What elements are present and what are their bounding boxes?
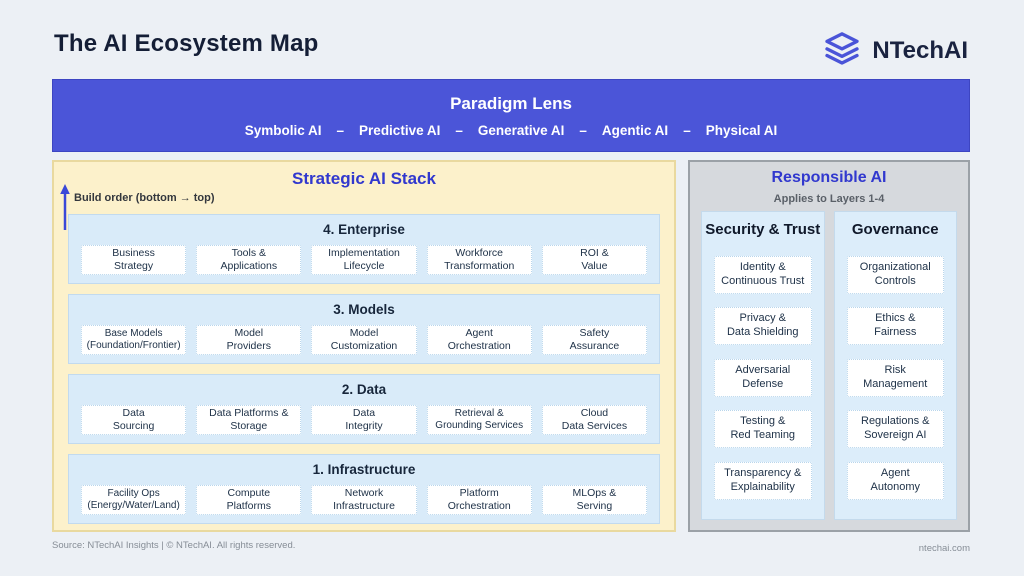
stack-item: Data Platforms & Storage <box>196 405 302 435</box>
stack-item: Business Strategy <box>81 245 187 275</box>
column-title: Security & Trust <box>705 221 821 238</box>
layer-items: Data Sourcing Data Platforms & Storage D… <box>81 405 648 435</box>
layers-icon <box>822 28 862 73</box>
layer-items: Base Models (Foundation/Frontier) Model … <box>81 325 648 355</box>
responsible-item: Testing & Red Teaming <box>714 410 812 448</box>
paradigm-separator: – <box>579 122 587 138</box>
brand-logo: NTechAI <box>822 28 968 73</box>
stack-item: Model Customization <box>311 325 417 355</box>
stack-item: Cloud Data Services <box>541 405 648 435</box>
column-title: Governance <box>851 221 939 238</box>
footer-website-text: ntechai.com <box>918 543 970 554</box>
paradigm-item: Agentic AI <box>601 122 669 138</box>
build-order-arrow-icon <box>59 184 71 237</box>
layer-items: Business Strategy Tools & Applications I… <box>81 245 648 275</box>
stack-item: Facility Ops (Energy/Water/Land) <box>81 485 187 515</box>
paradigm-separator: – <box>455 122 463 138</box>
paradigm-item: Generative AI <box>477 122 565 138</box>
paradigm-separator: – <box>683 122 691 138</box>
layer-title: 2. Data <box>341 382 387 397</box>
responsible-ai-title: Responsible AI <box>771 169 887 186</box>
paradigm-item: Predictive AI <box>359 122 441 138</box>
paradigm-lens-items: Symbolic AI – Predictive AI – Generative… <box>245 123 778 138</box>
stack-item: Model Providers <box>196 325 302 355</box>
column-items: Organizational Controls Ethics & Fairnes… <box>835 238 957 519</box>
responsible-item: Ethics & Fairness <box>846 307 944 345</box>
stack-item: ROI & Value <box>541 245 648 275</box>
paradigm-item: Symbolic AI <box>244 122 322 138</box>
paradigm-lens-title: Paradigm Lens <box>450 93 572 113</box>
page-title: The AI Ecosystem Map <box>54 30 319 57</box>
paradigm-item: Physical AI <box>705 122 778 138</box>
stack-item: Agent Orchestration <box>426 325 532 355</box>
layer-enterprise: 4. Enterprise Business Strategy Tools & … <box>68 214 660 284</box>
responsible-ai-columns: Security & Trust Identity & Continuous T… <box>701 211 957 520</box>
stack-item: MLOps & Serving <box>541 485 648 515</box>
responsible-ai-panel: Responsible AI Applies to Layers 1-4 Sec… <box>688 160 970 532</box>
brand-name: NTechAI <box>872 36 968 64</box>
layer-title: 1. Infrastructure <box>312 462 416 477</box>
column-items: Identity & Continuous Trust Privacy & Da… <box>702 238 824 519</box>
responsible-ai-subtitle: Applies to Layers 1-4 <box>773 193 885 205</box>
responsible-item: Organizational Controls <box>846 255 944 294</box>
stack-item: Network Infrastructure <box>311 485 417 515</box>
responsible-item: Transparency & Explainability <box>714 461 812 500</box>
stack-item: Base Models (Foundation/Frontier) <box>81 325 187 355</box>
footer-source-text: Source: NTechAI Insights | © NTechAI. Al… <box>52 540 296 551</box>
stack-item: Workforce Transformation <box>426 245 532 275</box>
responsible-item: Adversarial Defense <box>714 358 812 397</box>
layer-data: 2. Data Data Sourcing Data Platforms & S… <box>68 374 660 444</box>
layer-models: 3. Models Base Models (Foundation/Fronti… <box>68 294 660 364</box>
layer-infrastructure: 1. Infrastructure Facility Ops (Energy/W… <box>68 454 660 524</box>
responsible-item: Privacy & Data Shielding <box>714 307 812 345</box>
column-security-trust: Security & Trust Identity & Continuous T… <box>701 211 825 520</box>
responsible-item: Identity & Continuous Trust <box>714 255 812 294</box>
build-order-label: Build order (bottom → top) <box>74 192 215 204</box>
stack-item: Platform Orchestration <box>426 485 532 515</box>
responsible-item: Agent Autonomy <box>846 461 944 500</box>
responsible-item: Risk Management <box>846 358 944 397</box>
stack-item: Tools & Applications <box>196 245 302 275</box>
stack-title: Strategic AI Stack <box>292 169 436 188</box>
paradigm-separator: – <box>336 122 345 138</box>
column-governance: Governance Organizational Controls Ethic… <box>833 211 957 520</box>
stack-item: Data Sourcing <box>81 405 187 435</box>
stack-item: Retrieval & Grounding Services <box>426 405 532 435</box>
layer-items: Facility Ops (Energy/Water/Land) Compute… <box>81 485 648 515</box>
stack-item: Compute Platforms <box>196 485 302 515</box>
stack-item: Data Integrity <box>311 405 417 435</box>
responsible-item: Regulations & Sovereign AI <box>846 410 944 448</box>
layer-title: 3. Models <box>333 302 395 317</box>
stack-item: Implementation Lifecycle <box>311 245 417 275</box>
strategic-ai-stack-panel: Strategic AI Stack Build order (bottom →… <box>52 160 676 532</box>
stack-item: Safety Assurance <box>541 325 648 355</box>
layer-title: 4. Enterprise <box>323 222 405 237</box>
paradigm-lens-banner: Paradigm Lens Symbolic AI – Predictive A… <box>52 79 970 152</box>
